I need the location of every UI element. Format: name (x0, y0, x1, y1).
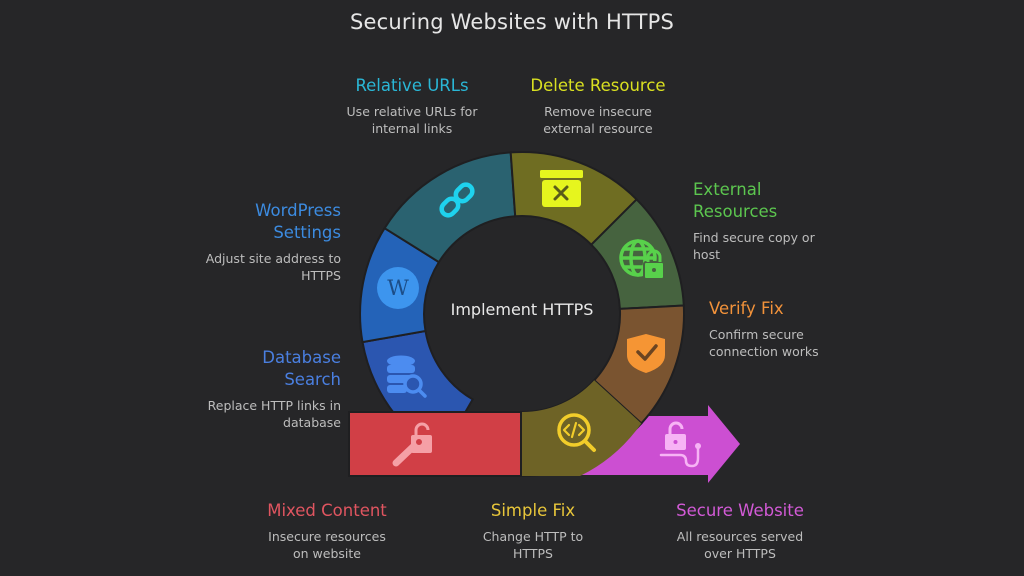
step-title: Relative URLs (355, 76, 469, 95)
label-secure-website: Secure Website All resources served over… (648, 500, 832, 562)
step-description: Change HTTP to HTTPS (482, 529, 584, 561)
step-description: Insecure resources on website (268, 529, 386, 561)
step-title: Simple Fix (490, 501, 576, 520)
archive-x-icon (540, 170, 583, 207)
step-title: External Resources (693, 180, 778, 221)
label-mixed-content: Mixed Content Insecure resources on webs… (237, 500, 417, 562)
shield-check-icon (627, 334, 665, 373)
page-title: Securing Websites with HTTPS (349, 10, 675, 34)
step-description: Use relative URLs for internal links (346, 104, 478, 136)
step-description: Confirm secure connection works (709, 327, 819, 359)
wordpress-icon (377, 267, 419, 309)
step-title: Mixed Content (267, 501, 387, 520)
label-relative-urls: Relative URLs Use relative URLs for inte… (322, 75, 502, 137)
link-icon (439, 182, 475, 218)
label-simple-fix: Simple Fix Change HTTP to HTTPS (443, 500, 623, 562)
segment-relative-urls (383, 151, 517, 264)
step-title: Secure Website (676, 501, 804, 520)
label-database-search: Database Search Replace HTTP links in da… (161, 347, 341, 431)
step-description: Replace HTTP links in database (207, 398, 341, 430)
unlock-key-icon (392, 422, 432, 467)
step-title: WordPress Settings (255, 201, 341, 242)
label-verify-fix: Verify Fix Confirm secure connection wor… (709, 298, 889, 360)
unlock-path-icon (659, 421, 701, 468)
step-description: Adjust site address to HTTPS (205, 251, 341, 283)
label-wordpress-settings: WordPress Settings Adjust site address t… (161, 200, 341, 284)
step-description: All resources served over HTTPS (676, 529, 804, 561)
center-label: Implement HTTPS (450, 300, 594, 319)
label-external-resources: External Resources Find secure copy or h… (693, 179, 873, 263)
step-description: Remove insecure external resource (543, 104, 653, 136)
step-title: Database Search (262, 348, 341, 389)
step-title: Verify Fix (709, 299, 784, 318)
step-description: Find secure copy or host (693, 230, 815, 262)
step-title: Delete Resource (530, 76, 666, 95)
lock-badge-icon (643, 249, 665, 280)
wordpress-letter: W (387, 276, 409, 300)
code-search-icon (557, 413, 596, 452)
database-search-icon (387, 355, 427, 398)
label-delete-resource: Delete Resource Remove insecure external… (508, 75, 688, 137)
bar-mixed-content (348, 411, 522, 477)
